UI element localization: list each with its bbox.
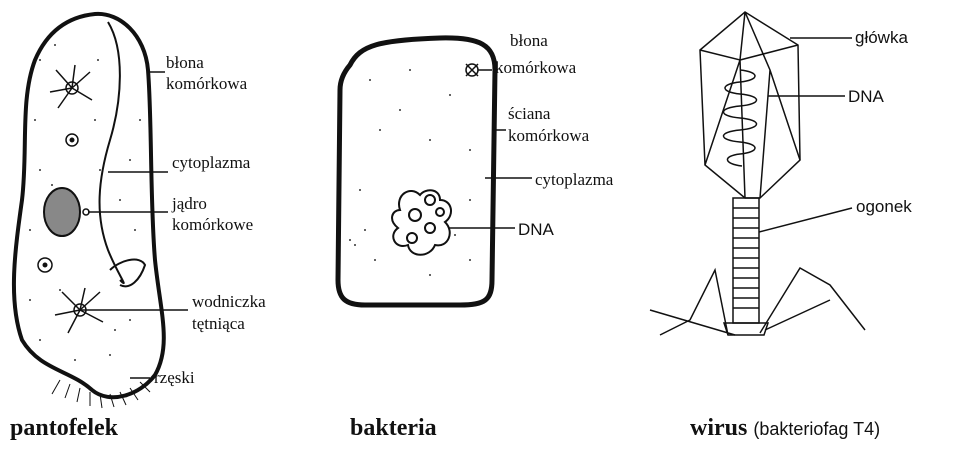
paramecium-nucleus: [44, 188, 80, 236]
paramecium-outline: [14, 14, 164, 397]
bacterium-membrane-patch: [466, 64, 478, 76]
virus-leader-lines: [759, 38, 852, 232]
paramecium-label-membrane-2: komórkowa: [166, 73, 247, 94]
bacterium-label-wall-1: ściana: [508, 103, 550, 124]
bacterium-dna: [392, 190, 451, 254]
paramecium-vacuole-top: [50, 65, 92, 108]
virus-label-dna: DNA: [848, 86, 884, 107]
virus-tail: [724, 198, 768, 335]
bacterium-label-membrane-2: komórkowa: [495, 57, 576, 78]
bacterium-label-cytoplasm: cytoplazma: [535, 169, 613, 190]
caption-bacterium: bakteria: [350, 414, 437, 442]
paramecium-label-cilia: rzęski: [154, 367, 195, 388]
bacterium-label-wall-2: komórkowa: [508, 125, 589, 146]
paramecium-label-vacuole-1: wodniczka: [192, 291, 266, 312]
bacterium-label-dna: DNA: [518, 219, 554, 240]
bacterium-label-membrane-1: błona: [510, 30, 548, 51]
caption-virus-main: wirus: [690, 415, 747, 441]
caption-virus-sub: (bakteriofag T4): [753, 419, 880, 439]
virus-label-tail: ogonek: [856, 196, 912, 217]
paramecium-oral-groove: [100, 22, 124, 283]
paramecium-label-nucleus-1: jądro: [172, 193, 207, 214]
paramecium-label-nucleus-2: komórkowe: [172, 214, 253, 235]
paramecium-illustration: [14, 14, 188, 408]
virus-illustration: [650, 12, 865, 335]
paramecium-label-cytoplasm: cytoplazma: [172, 152, 250, 173]
paramecium-label-membrane-1: błona: [166, 52, 204, 73]
bacterium-wall: [338, 38, 495, 305]
caption-virus: wirus (bakteriofag T4): [690, 414, 880, 443]
virus-dna: [724, 70, 757, 166]
paramecium-label-vacuole-2: tętniąca: [192, 313, 245, 334]
caption-paramecium: pantofelek: [10, 414, 118, 442]
virus-label-head: główka: [855, 27, 908, 48]
bacterium-leader-lines: [448, 70, 532, 228]
